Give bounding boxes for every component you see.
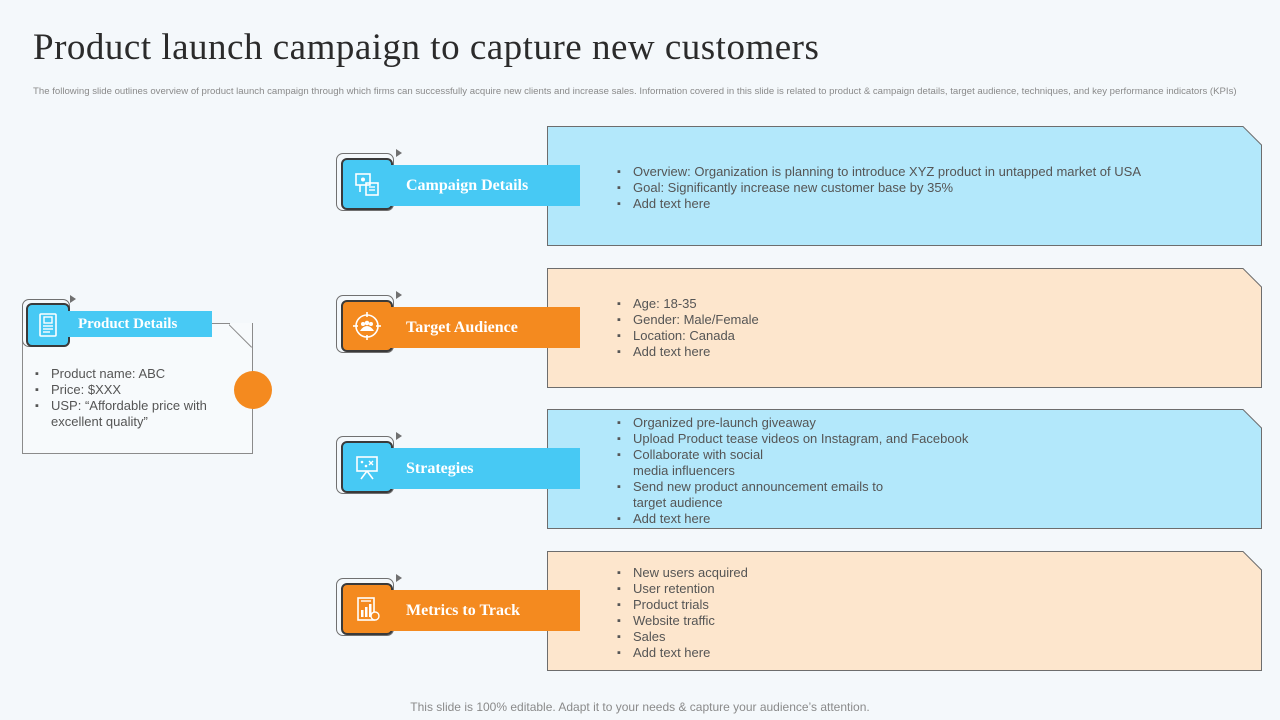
page-title: Product launch campaign to capture new c… xyxy=(33,27,820,68)
arrow-icon xyxy=(396,291,402,299)
footer-note: This slide is 100% editable. Adapt it to… xyxy=(410,700,870,714)
product-details-list: Product name: ABC Price: $XXX USP: “Affo… xyxy=(33,366,223,430)
target-audience-label: Target Audience xyxy=(390,307,580,348)
list-item: Add text here xyxy=(615,196,1235,212)
strategies-card: Organized pre-launch giveaway Upload Pro… xyxy=(547,409,1262,529)
audience-target-icon xyxy=(341,300,393,352)
list-item: Product trials xyxy=(615,597,1235,613)
document-icon xyxy=(26,303,70,347)
metrics-report-icon xyxy=(341,583,393,635)
page-subtitle: The following slide outlines overview of… xyxy=(33,86,1237,97)
list-item: Website traffic xyxy=(615,613,1235,629)
list-item: Goal: Significantly increase new custome… xyxy=(615,180,1235,196)
list-item: New users acquired xyxy=(615,565,1235,581)
box-corner xyxy=(229,323,254,348)
campaign-icon-frame xyxy=(336,149,402,215)
list-item: USP: “Affordable price with excellent qu… xyxy=(33,398,223,430)
arrow-icon xyxy=(396,432,402,440)
product-icon-frame xyxy=(22,295,82,361)
metrics-label: Metrics to Track xyxy=(390,590,580,631)
list-item: User retention xyxy=(615,581,1235,597)
list-item: Location: Canada xyxy=(615,328,1235,344)
list-item: Organized pre-launch giveaway xyxy=(615,415,1235,431)
strategies-list: Organized pre-launch giveaway Upload Pro… xyxy=(615,415,1235,527)
target-audience-list: Age: 18-35 Gender: Male/Female Location:… xyxy=(615,296,1235,360)
box-border xyxy=(212,323,230,324)
connector-dot xyxy=(234,371,272,409)
product-details-label: Product Details xyxy=(66,311,212,337)
list-item: Add text here xyxy=(615,344,1235,360)
arrow-icon xyxy=(70,295,76,303)
strategy-board-icon xyxy=(341,441,393,493)
campaign-details-label: Campaign Details xyxy=(390,165,580,206)
campaign-details-card: Overview: Organization is planning to in… xyxy=(547,126,1262,246)
metrics-icon-frame xyxy=(336,574,402,640)
arrow-icon xyxy=(396,574,402,582)
list-item: Add text here xyxy=(615,645,1235,661)
arrow-icon xyxy=(396,149,402,157)
list-item: Age: 18-35 xyxy=(615,296,1235,312)
list-item: Price: $XXX xyxy=(33,382,223,398)
strategies-icon-frame xyxy=(336,432,402,498)
list-item: Upload Product tease videos on Instagram… xyxy=(615,431,1235,447)
list-item: Gender: Male/Female xyxy=(615,312,1235,328)
list-item: Collaborate with social media influencer… xyxy=(615,447,783,479)
list-item: Send new product announcement emails to … xyxy=(615,479,908,511)
metrics-card: New users acquired User retention Produc… xyxy=(547,551,1262,671)
list-item: Sales xyxy=(615,629,1235,645)
presentation-icon xyxy=(341,158,393,210)
list-item: Product name: ABC xyxy=(33,366,223,382)
campaign-details-list: Overview: Organization is planning to in… xyxy=(615,164,1235,212)
list-item: Overview: Organization is planning to in… xyxy=(615,164,1235,180)
list-item: Add text here xyxy=(615,511,1235,527)
audience-icon-frame xyxy=(336,291,402,357)
metrics-list: New users acquired User retention Produc… xyxy=(615,565,1235,661)
strategies-label: Strategies xyxy=(390,448,580,489)
target-audience-card: Age: 18-35 Gender: Male/Female Location:… xyxy=(547,268,1262,388)
